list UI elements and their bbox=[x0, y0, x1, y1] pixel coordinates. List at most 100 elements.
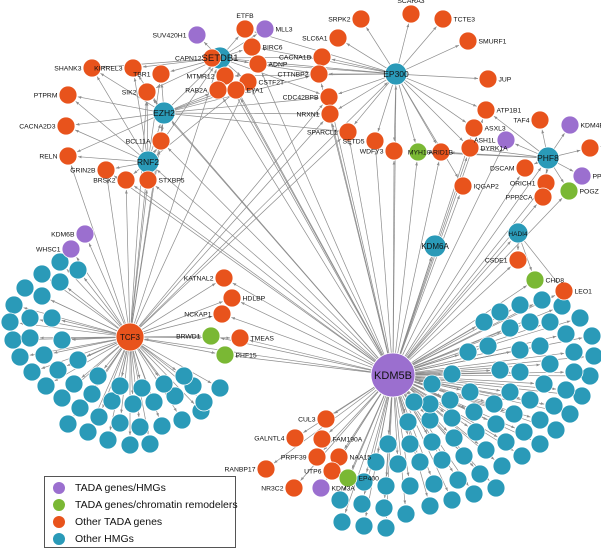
hmg-node bbox=[500, 382, 520, 402]
edge-kdm5b-fam190a bbox=[329, 389, 377, 433]
edge-setdb1-sik2 bbox=[155, 62, 211, 89]
edge-tcf3-hmg bbox=[137, 348, 159, 377]
node-label-cdc42bpb: CDC42BPB bbox=[283, 95, 319, 102]
edge-tcf3-hmg bbox=[130, 350, 134, 395]
node-label-bcl11a: BCL11A bbox=[126, 139, 151, 146]
node-label-myh10: MYH10 bbox=[408, 150, 431, 157]
legend-label: TADA genes/HMGs bbox=[75, 482, 166, 494]
node-slc6a1 bbox=[328, 28, 348, 48]
edge-kdm5b-dscam bbox=[404, 176, 520, 357]
edge-tcf3-nckap1 bbox=[143, 315, 213, 334]
node-bcl11a bbox=[151, 131, 171, 151]
node-capn12 bbox=[202, 48, 222, 68]
edge-kdm5b-sik2 bbox=[153, 99, 379, 359]
edge-tcf3-setdb1 bbox=[133, 69, 217, 324]
edge-kdm5b-stxbp5 bbox=[155, 185, 377, 362]
edge-kdm5b-hmg bbox=[413, 354, 459, 369]
hmg-node bbox=[564, 342, 584, 362]
node-cacna1d bbox=[312, 47, 332, 67]
node-label-tcte3: TCTE3 bbox=[454, 17, 476, 24]
edge-phf8-atp1b1 bbox=[493, 115, 540, 152]
edge-kdm5b-prpf39 bbox=[323, 390, 379, 450]
node-ppm1d bbox=[572, 166, 592, 186]
node-label-pogz: POGZ bbox=[580, 189, 599, 196]
hmg-node bbox=[48, 360, 68, 380]
node-label-fam190a: FAM190A bbox=[333, 437, 363, 444]
edge-ep300-iqgap2 bbox=[401, 83, 459, 178]
hmg-node bbox=[110, 376, 130, 396]
hmg-node bbox=[194, 392, 214, 412]
edge-ezh2-nrxn1 bbox=[174, 112, 321, 116]
node-label-nr3c2: NR3C2 bbox=[261, 486, 284, 493]
hmg-node bbox=[70, 398, 90, 418]
node-label-reln: RELN bbox=[39, 154, 57, 161]
hmg-node bbox=[42, 308, 62, 328]
edge-ep300-cacna1d bbox=[331, 58, 386, 72]
edge-kdm5b-orich1 bbox=[406, 190, 541, 359]
edge-ezh2-shank3 bbox=[100, 73, 155, 108]
edge-phf8-trio bbox=[558, 149, 581, 156]
hmg-node bbox=[572, 386, 592, 406]
hmg-node bbox=[510, 340, 530, 360]
edge-ezh2-cdc42bpb bbox=[174, 96, 320, 113]
edge-ep300-nrxn1 bbox=[338, 79, 387, 110]
node-label-brsk2: BRSK2 bbox=[93, 178, 116, 185]
hmg-node bbox=[470, 464, 490, 484]
edge-kdm5b-katnal2 bbox=[232, 282, 375, 365]
node-ep300 bbox=[384, 62, 408, 86]
legend-swatch bbox=[53, 533, 65, 545]
edge-ep300-setd5 bbox=[377, 84, 394, 132]
node-label-orich1: ORICH1 bbox=[510, 181, 536, 188]
edge-kdm5b-cdc42bpb bbox=[330, 106, 389, 354]
edge-kdm5b-pogz bbox=[407, 197, 563, 360]
node-label-whsc1: WHSC1 bbox=[36, 247, 61, 254]
hmg-node bbox=[514, 422, 534, 442]
hmg-node bbox=[32, 264, 52, 284]
node-myh10 bbox=[431, 142, 451, 162]
hmg-node bbox=[420, 394, 440, 414]
node-rab2a bbox=[208, 80, 228, 100]
node-label-grin2b: GRIN2B bbox=[70, 168, 96, 175]
hmg-node bbox=[366, 452, 386, 472]
node-galntl4 bbox=[285, 428, 305, 448]
edge-kdm5b-sparcl1 bbox=[349, 141, 390, 354]
node-label-kdm4b: KDM4B bbox=[581, 123, 601, 130]
edge-tcf3-hmg bbox=[86, 342, 118, 357]
hmg-node bbox=[510, 295, 530, 315]
node-label-ep300: EP300 bbox=[383, 69, 409, 79]
node-label-tbr1: TBR1 bbox=[133, 72, 151, 79]
node-brwd1 bbox=[201, 326, 221, 346]
hmg-node bbox=[123, 394, 143, 414]
node-label-cul3: CUL3 bbox=[298, 417, 316, 424]
node-label-csde1: CSDE1 bbox=[485, 258, 508, 265]
node-kdm6a bbox=[423, 234, 447, 258]
hmg-node bbox=[492, 456, 512, 476]
node-cttnbp2 bbox=[309, 64, 329, 84]
node-label-mll3: MLL3 bbox=[276, 27, 293, 34]
edge-ep300-arid1b bbox=[398, 84, 416, 143]
hmg-node bbox=[374, 498, 394, 518]
edge-ep300-cdc42bpb bbox=[338, 77, 386, 95]
edge-tcf3-phf15 bbox=[143, 339, 216, 354]
legend-item-tada-hmgs: TADA genes/HMGs bbox=[53, 481, 166, 495]
node-atp1b1 bbox=[476, 100, 496, 120]
node-label-kdm6b: KDM6B bbox=[51, 232, 75, 239]
hmg-node bbox=[98, 430, 118, 450]
node-brsk2 bbox=[116, 170, 136, 190]
edge-tcf3-stxbp5 bbox=[131, 189, 148, 324]
hmg-node bbox=[486, 414, 506, 434]
node-label-ppp2ca: PPP2CA bbox=[506, 195, 533, 202]
hmg-node bbox=[484, 394, 504, 414]
hmg-node bbox=[20, 328, 40, 348]
hmg-node bbox=[396, 504, 416, 524]
edge-kdm5b-cttnbp2 bbox=[320, 83, 389, 354]
hmg-node bbox=[332, 512, 352, 532]
nodes-layer bbox=[0, 4, 601, 538]
hmg-node bbox=[132, 378, 152, 398]
node-smurf1 bbox=[458, 31, 478, 51]
hmg-node bbox=[460, 382, 480, 402]
hmg-node bbox=[388, 454, 408, 474]
edge-rnf2-ptprm bbox=[75, 101, 140, 156]
legend-swatch bbox=[53, 516, 65, 528]
